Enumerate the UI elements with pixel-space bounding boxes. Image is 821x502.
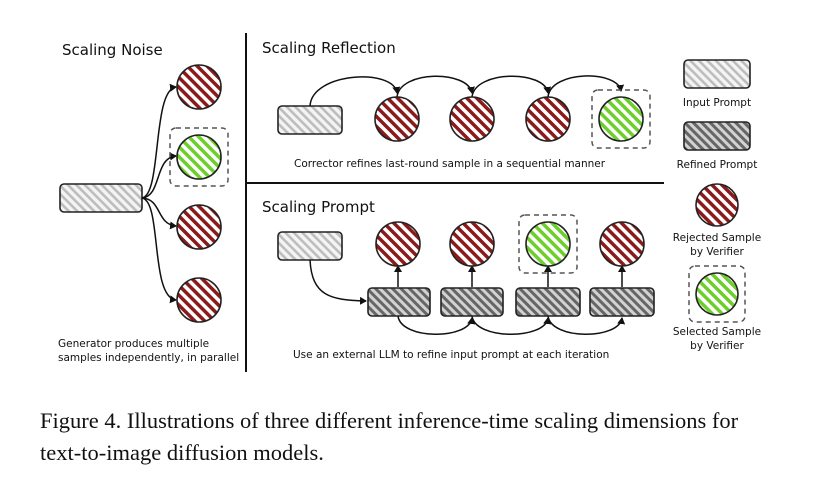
prompt-input-prompt [277,231,343,261]
panel-scaling-prompt: Scaling Prompt Use an external LLM to re… [262,198,655,361]
prompt-rejected-sample-2 [449,221,495,267]
noise-arrow-3 [141,197,177,230]
reflection-arrow-1 [309,76,401,107]
legend-selected-label-line1: Selected Sample [673,326,761,338]
panel-scaling-noise: Scaling Noise Generator produces multipl… [58,41,239,364]
figure-caption: Figure 4. Illustrations of three differe… [40,408,739,465]
prompt-selected-sample [525,221,571,267]
prompt-rejected-sample-3 [599,221,645,267]
prompt-refined-prompt-1 [367,287,431,317]
panel-title-noise: Scaling Noise [62,41,163,59]
legend-rejected-label-line1: Rejected Sample [673,232,761,244]
noise-arrow-1 [141,83,177,199]
legend-refined-prompt-label: Refined Prompt [677,159,758,171]
reflection-arrow-2 [396,75,475,98]
noise-note-line1: Generator produces multiple [58,338,209,350]
figure-illustration: Scaling Noise Generator produces multipl… [58,33,761,372]
noise-rejected-sample-2 [176,204,222,250]
prompt-rejected-sample-1 [375,221,421,267]
legend-refined-prompt-swatch [683,121,751,151]
prompt-selected-frame [518,214,578,274]
prompt-arrow-chain-2 [471,315,552,335]
prompt-arrow-chain-3 [547,315,626,335]
legend-input-prompt-swatch [683,59,751,89]
prompt-refined-prompt-4 [589,287,655,317]
noise-selected-sample [176,134,222,180]
reflection-rejected-sample-1 [374,96,420,142]
legend-selected-sample-swatch [695,272,739,316]
reflection-selected-frame [591,89,651,149]
legend: Input Prompt Refined Prompt Rejected Sam… [673,59,761,352]
reflection-arrow-4 [547,75,625,98]
legend-input-prompt-label: Input Prompt [683,97,751,109]
panel-scaling-reflection: Scaling Reflection Corrector refines las… [262,39,651,170]
noise-selected-frame [169,127,229,187]
reflection-rejected-sample-2 [449,96,495,142]
noise-rejected-sample-1 [176,64,222,110]
noise-arrow-2 [141,152,177,199]
prompt-refined-prompt-3 [515,287,581,317]
prompt-refined-prompt-2 [440,287,504,317]
panel-title-prompt: Scaling Prompt [262,198,375,216]
legend-rejected-label-line2: by Verifier [690,246,744,258]
panel-title-reflection: Scaling Reflection [262,39,396,57]
noise-note-line2: samples independently, in parallel [58,352,239,364]
reflection-arrow-3 [471,75,552,98]
prompt-arrow-chain-1 [397,315,476,335]
prompt-note: Use an external LLM to refine input prom… [293,349,609,361]
prompt-arrow-input [309,259,367,305]
legend-rejected-sample-swatch [695,183,739,227]
legend-selected-frame [688,265,746,323]
reflection-note: Corrector refines last-round sample in a… [294,158,606,170]
legend-selected-label-line2: by Verifier [690,340,744,352]
reflection-rejected-sample-3 [525,96,571,142]
reflection-selected-sample [598,96,644,142]
noise-arrow-4 [141,197,177,304]
noise-rejected-sample-3 [176,277,222,323]
reflection-input-prompt [277,105,343,135]
noise-input-prompt [59,183,143,213]
